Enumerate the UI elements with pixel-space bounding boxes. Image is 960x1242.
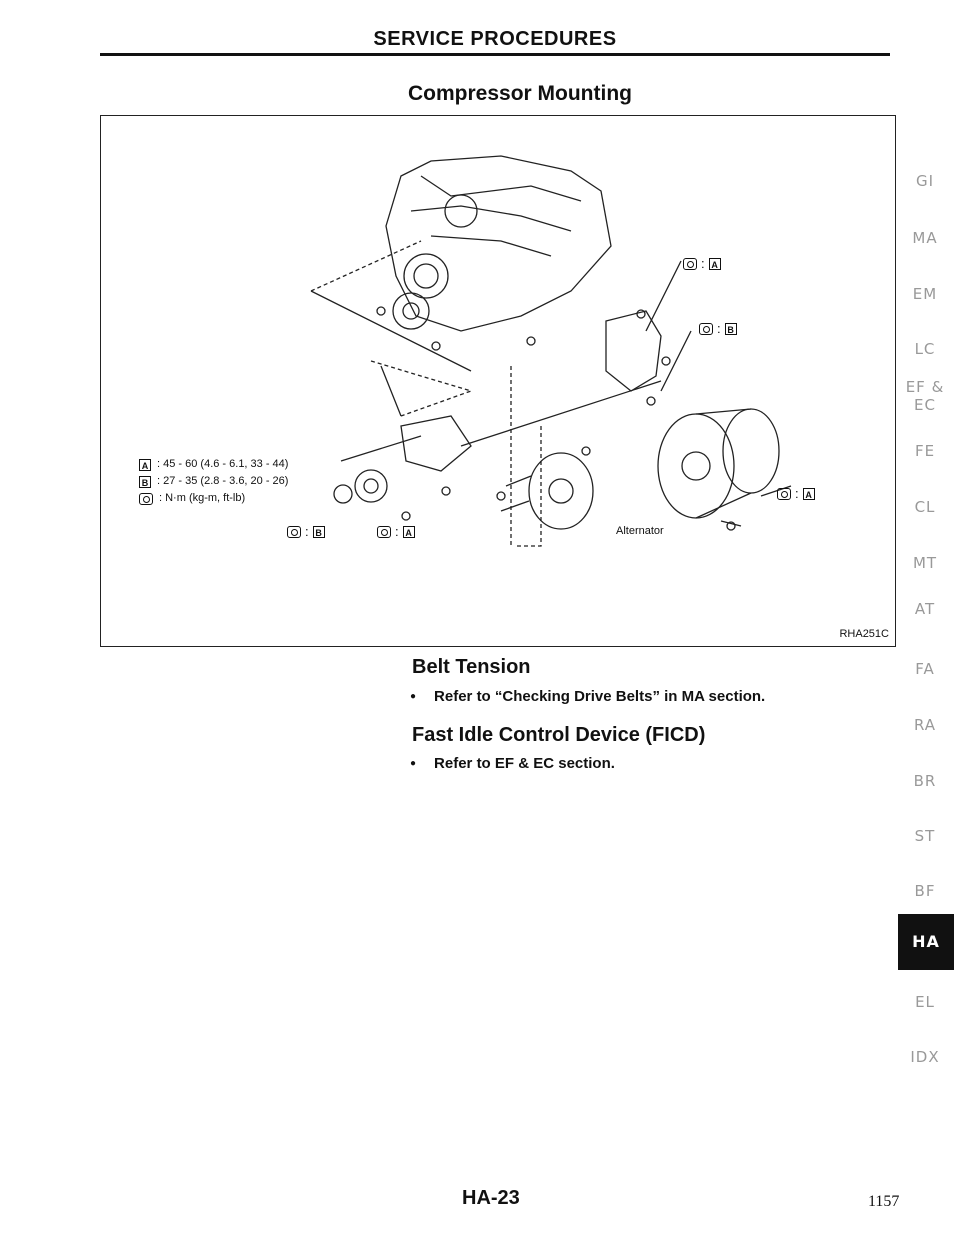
callout-top-b: :B	[699, 321, 737, 336]
tab-em[interactable]: EM	[912, 285, 938, 303]
tab-lc[interactable]: LC	[914, 340, 936, 358]
page-header: SERVICE PROCEDURES	[373, 28, 617, 50]
belt-tension-heading: Belt Tension	[412, 656, 531, 678]
ficd-bullet: ● Refer to EF & EC section.	[410, 755, 615, 773]
tab-cl[interactable]: CL	[914, 498, 936, 516]
callout-sep: :	[305, 524, 309, 539]
page-number: 1157	[868, 1193, 900, 1210]
tab-ef[interactable]: EF &	[905, 378, 945, 396]
torque-legend: A : 45 - 60 (4.6 - 6.1, 33 - 44) B : 27 …	[139, 456, 288, 507]
tab-ec[interactable]: EC	[914, 396, 936, 414]
label-a-box: A	[139, 458, 151, 471]
belt-tension-bullet: ● Refer to “Checking Drive Belts” in MA …	[410, 688, 765, 706]
tab-ra[interactable]: RA	[913, 716, 937, 734]
tab-mt[interactable]: MT	[912, 554, 938, 572]
legend-text-a: : 45 - 60 (4.6 - 6.1, 33 - 44)	[157, 458, 289, 470]
tab-ma[interactable]: MA	[912, 229, 938, 247]
label-a-box: A	[802, 487, 815, 500]
label-a-box: A	[708, 257, 721, 270]
torque-wrench-icon	[287, 525, 301, 538]
tab-br[interactable]: BR	[913, 772, 937, 790]
tab-fa[interactable]: FA	[915, 660, 935, 678]
belt-tension-text: Refer to “Checking Drive Belts” in MA se…	[434, 688, 766, 705]
tab-ha-active[interactable]: HA	[898, 914, 954, 970]
ficd-text: Refer to EF & EC section.	[434, 755, 615, 772]
legend-text-torque: : N·m (kg-m, ft-lb)	[159, 492, 246, 504]
label-b-box: B	[139, 475, 151, 488]
tab-gi[interactable]: GI	[915, 172, 935, 190]
torque-wrench-icon	[777, 487, 791, 500]
tab-el[interactable]: EL	[915, 993, 935, 1011]
callout-top-a: :A	[683, 256, 721, 271]
callout-sep: :	[795, 486, 799, 501]
bullet-dot: ●	[410, 758, 417, 769]
torque-wrench-icon	[377, 525, 391, 538]
callout-bottom-b: :B	[287, 524, 325, 539]
legend-row-torque: : N·m (kg-m, ft-lb)	[139, 490, 288, 507]
callout-sep: :	[701, 256, 705, 271]
alternator-label: Alternator	[616, 525, 664, 537]
callout-bottom-a: :A	[377, 524, 415, 539]
tab-st[interactable]: ST	[914, 827, 936, 845]
legend-text-b: : 27 - 35 (2.8 - 3.6, 20 - 26)	[157, 475, 289, 487]
label-b-box: B	[724, 322, 737, 335]
legend-row-b: B : 27 - 35 (2.8 - 3.6, 20 - 26)	[139, 473, 288, 490]
label-b-box: B	[312, 525, 325, 538]
legend-row-a: A : 45 - 60 (4.6 - 6.1, 33 - 44)	[139, 456, 288, 473]
ficd-heading: Fast Idle Control Device (FICD)	[412, 724, 706, 746]
torque-wrench-icon	[683, 257, 697, 270]
section-title: Compressor Mounting	[408, 82, 632, 105]
callout-sep: :	[395, 524, 399, 539]
tab-fe[interactable]: FE	[914, 442, 936, 460]
header-rule	[100, 53, 890, 56]
callout-sep: :	[717, 321, 721, 336]
label-a-box: A	[402, 525, 415, 538]
page-code: HA-23	[462, 1187, 520, 1209]
torque-wrench-icon	[699, 322, 713, 335]
bullet-dot: ●	[410, 691, 417, 702]
tab-idx[interactable]: IDX	[910, 1048, 940, 1066]
torque-wrench-icon	[139, 492, 153, 505]
compressor-mounting-figure: A : 45 - 60 (4.6 - 6.1, 33 - 44) B : 27 …	[100, 115, 896, 647]
tab-bf[interactable]: BF	[914, 882, 936, 900]
engine-illustration	[310, 155, 792, 547]
tab-at[interactable]: AT	[914, 600, 936, 618]
callout-right-a: :A	[777, 486, 815, 501]
figure-id: RHA251C	[839, 628, 889, 640]
